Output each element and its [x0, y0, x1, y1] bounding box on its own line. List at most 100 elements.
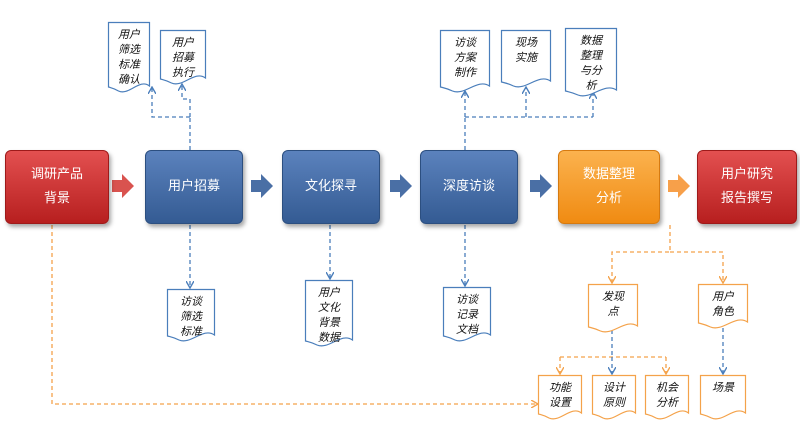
doc-scenario: 场景	[699, 374, 747, 420]
connector-to-findings	[612, 225, 671, 282]
block-arrow-1	[112, 174, 134, 198]
doc-data-sort-text: 与分	[580, 64, 602, 77]
doc-screen-confirm: 用户筛选标准确认	[107, 21, 151, 93]
doc-interview-record-text: 记录	[456, 308, 478, 321]
step-culture-label: 文化探寻	[304, 179, 357, 194]
step-report-label: 报告撰写	[720, 191, 773, 206]
doc-shape	[107, 21, 151, 93]
doc-outline	[697, 283, 749, 329]
doc-field-run: 现场实施	[500, 29, 552, 88]
doc-function-setup-text: 功能	[549, 381, 571, 394]
doc-function-setup-text: 设置	[549, 396, 571, 409]
doc-shape	[591, 374, 637, 420]
doc-interview-screen-text: 筛选	[180, 310, 202, 323]
doc-design-principle-text: 设计	[603, 381, 625, 394]
doc-shape	[166, 288, 216, 342]
doc-screen-confirm-text: 标准	[118, 58, 140, 71]
doc-recruit-exec-text: 用户	[172, 36, 194, 49]
connector-to-recruit-exec	[182, 85, 191, 117]
doc-data-sort-text: 整理	[580, 49, 602, 62]
doc-outline	[159, 29, 207, 85]
step-recruit: 用户招募	[145, 150, 243, 224]
doc-findings: 发现点	[587, 283, 639, 333]
step-bg: 调研产品背景	[5, 150, 109, 224]
doc-screen-confirm-text: 确认	[118, 73, 140, 86]
doc-culture-bg-text: 背景	[318, 316, 340, 329]
doc-outline	[107, 21, 151, 93]
block-arrow-4	[530, 174, 552, 198]
doc-scenario-text: 场景	[712, 381, 734, 394]
doc-opportunity: 机会分析	[644, 374, 690, 420]
doc-outline	[500, 29, 552, 88]
doc-plan-make-text: 方案	[454, 51, 476, 64]
doc-function-setup: 功能设置	[537, 374, 583, 420]
doc-screen-confirm-text: 用户	[118, 28, 140, 41]
step-recruit-label: 用户招募	[167, 179, 220, 194]
doc-outline	[564, 27, 618, 97]
doc-design-principle: 设计原则	[591, 374, 637, 420]
step-bg-label: 调研产品	[30, 167, 83, 182]
doc-culture-bg-text: 数据	[318, 331, 340, 344]
doc-roles-text: 角色	[712, 305, 734, 318]
doc-shape	[697, 283, 749, 329]
doc-outline	[304, 279, 354, 347]
doc-outline	[591, 374, 637, 420]
step-culture: 文化探寻	[282, 150, 380, 224]
doc-outline	[442, 286, 492, 342]
doc-recruit-exec: 用户招募执行	[159, 29, 207, 85]
doc-outline	[587, 283, 639, 333]
doc-shape	[304, 279, 354, 347]
connector-bg-to-function-setup	[51, 225, 537, 404]
doc-opportunity-text: 分析	[656, 396, 678, 409]
doc-plan-make-text: 制作	[454, 66, 476, 79]
doc-shape	[644, 374, 690, 420]
step-report-label: 用户研究	[720, 167, 773, 182]
doc-interview-record-text: 文档	[456, 323, 478, 336]
doc-culture-bg-text: 用户	[318, 286, 340, 299]
doc-shape	[442, 286, 492, 342]
doc-outline	[439, 29, 491, 93]
doc-opportunity-text: 机会	[656, 381, 678, 394]
step-bg-label: 背景	[43, 191, 70, 206]
doc-outline	[537, 374, 583, 420]
doc-plan-make: 访谈方案制作	[439, 29, 491, 93]
doc-data-sort-text: 析	[585, 79, 597, 92]
doc-shape	[699, 374, 747, 420]
doc-interview-screen-text: 访谈	[180, 295, 202, 308]
doc-culture-bg: 用户文化背景数据	[304, 279, 354, 347]
doc-plan-make-text: 访谈	[454, 36, 476, 49]
doc-shape	[564, 27, 618, 97]
doc-shape	[159, 29, 207, 85]
doc-data-sort-text: 数据	[580, 34, 602, 47]
doc-outline	[699, 374, 747, 420]
doc-recruit-exec-text: 执行	[172, 66, 194, 79]
doc-data-sort: 数据整理与分析	[564, 27, 618, 97]
step-interview-label: 深度访谈	[442, 179, 495, 194]
doc-shape	[500, 29, 552, 88]
doc-roles: 用户角色	[697, 283, 749, 329]
doc-recruit-exec-text: 招募	[172, 51, 194, 64]
doc-interview-record: 访谈记录文档	[442, 286, 492, 342]
step-interview: 深度访谈	[420, 150, 518, 224]
doc-shape	[587, 283, 639, 333]
step-analysis-label: 数据整理	[582, 167, 635, 182]
doc-interview-record-text: 访谈	[456, 293, 478, 306]
step-analysis: 数据整理分析	[558, 150, 660, 224]
doc-shape	[439, 29, 491, 93]
connector-to-roles	[670, 251, 723, 282]
doc-findings-text: 发现	[602, 290, 624, 303]
block-arrow-2	[251, 174, 273, 198]
doc-shape	[537, 374, 583, 420]
doc-interview-screen-text: 标准	[180, 325, 202, 338]
doc-design-principle-text: 原则	[603, 396, 625, 409]
step-report: 用户研究报告撰写	[697, 150, 797, 224]
doc-field-run-text: 现场	[515, 36, 537, 49]
step-analysis-label: 分析	[595, 191, 622, 206]
block-arrow-5	[668, 174, 690, 198]
doc-outline	[644, 374, 690, 420]
doc-interview-screen: 访谈筛选标准	[166, 288, 216, 342]
doc-findings-text: 点	[607, 305, 619, 318]
doc-screen-confirm-text: 筛选	[118, 43, 140, 56]
